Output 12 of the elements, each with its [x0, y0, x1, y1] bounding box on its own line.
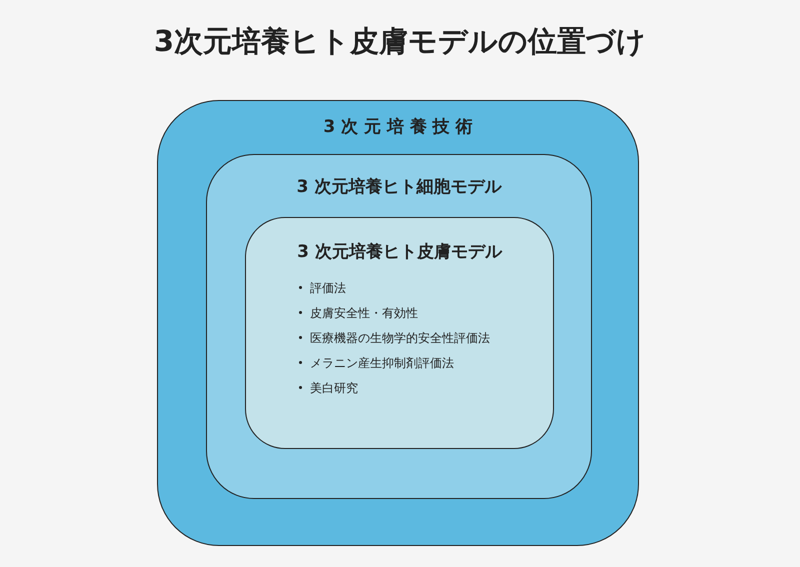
title: 3次元培養ヒト皮膚モデルの位置づけ — [152, 23, 648, 60]
list-item: 医療機器の生物学的安全性評価法 — [310, 331, 490, 345]
rounded-box — [245, 217, 554, 449]
list-item: 皮膚安全性・有効性 — [310, 306, 418, 320]
list-item: 評価法 — [310, 281, 346, 295]
heading: 3 次元培養ヒト皮膚モデル — [296, 241, 504, 263]
rounded-box — [157, 100, 639, 546]
rounded-box — [206, 154, 592, 499]
heading: 3 次元培養ヒト細胞モデル — [296, 176, 503, 198]
list-item: 美白研究 — [310, 381, 358, 395]
list-item: メラニン産生抑制剤評価法 — [310, 356, 454, 370]
heading: 3 次 元 培 養 技 術 — [322, 116, 474, 138]
